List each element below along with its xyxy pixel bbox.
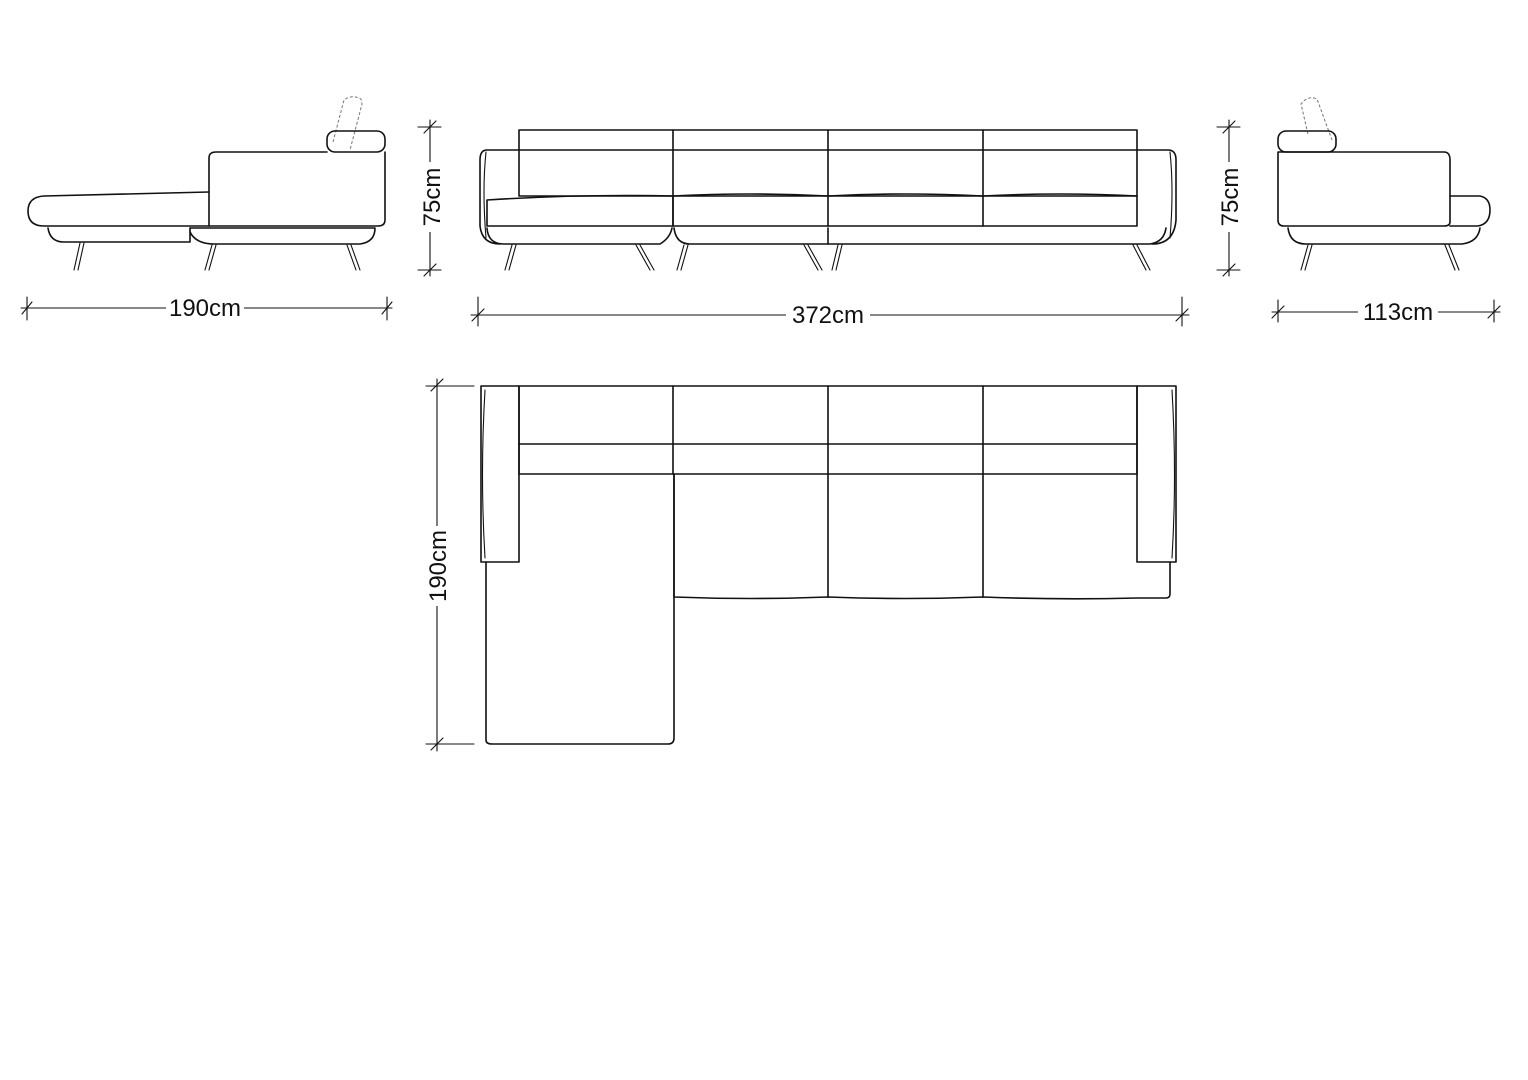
dim-left-height: 75cm	[417, 119, 446, 277]
dim-label-right-height: 75cm	[1217, 168, 1244, 227]
dim-label-left-width: 190cm	[169, 295, 241, 322]
dim-front-width: 372cm	[470, 296, 1190, 329]
dim-label-left-height: 75cm	[419, 168, 446, 227]
dim-right-width: 113cm	[1271, 298, 1501, 326]
left-side-view	[27, 96, 386, 271]
dim-left-width: 190cm	[20, 294, 393, 322]
dim-top-depth: 190cm	[423, 378, 475, 752]
right-side-view	[1277, 97, 1491, 271]
top-view	[480, 385, 1177, 745]
dim-label-right-width: 113cm	[1363, 299, 1433, 326]
dim-label-top-depth: 190cm	[425, 530, 452, 602]
front-view	[479, 129, 1177, 271]
dim-right-height: 75cm	[1216, 119, 1244, 277]
dim-label-front-width: 372cm	[792, 302, 864, 329]
